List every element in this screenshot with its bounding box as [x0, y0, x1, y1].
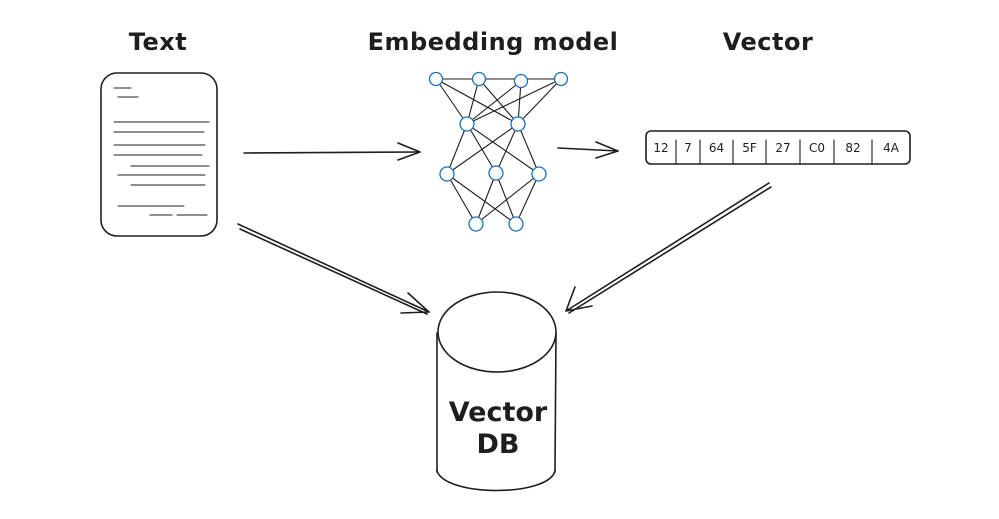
vector-cell-value: 5F [742, 141, 757, 155]
nn-node [471, 71, 487, 87]
vector-db-label-line2: DB [477, 429, 520, 460]
arrow-vector-to-db [565, 182, 772, 314]
vector-label: Vector [723, 28, 814, 56]
arrow-text-to-model [243, 142, 421, 161]
nn-node [510, 116, 526, 132]
vector-db-label-line1: Vector [449, 397, 548, 428]
text-label: Text [129, 28, 187, 56]
document-icon [100, 72, 218, 237]
vector-cells: 12 7 64 5F 27 C0 82 4A [653, 139, 900, 165]
nn-node [468, 216, 484, 232]
vector-db-cylinder: Vector DB [436, 291, 557, 492]
vector-cell-value: 64 [709, 141, 724, 155]
vector-cell-value: C0 [809, 141, 825, 155]
nn-node [553, 71, 569, 87]
nn-node [513, 73, 529, 89]
vector-cell-value: 27 [775, 141, 790, 155]
nn-node [488, 165, 504, 181]
neural-network-icon [428, 71, 569, 232]
nn-node [459, 116, 475, 132]
vector-box: 12 7 64 5F 27 C0 82 4A [645, 130, 911, 165]
nn-node [428, 71, 444, 87]
nn-node [508, 216, 524, 232]
vector-cell-value: 4A [883, 141, 900, 155]
arrow-text-to-db [237, 223, 430, 315]
embedding-model-label: Embedding model [368, 28, 619, 56]
vector-cell-value: 82 [845, 141, 860, 155]
nn-node [439, 166, 455, 182]
arrow-model-to-vector [557, 141, 619, 159]
vector-cell-value: 12 [653, 141, 668, 155]
nn-node [531, 166, 547, 182]
vector-cell-value: 7 [684, 141, 692, 155]
